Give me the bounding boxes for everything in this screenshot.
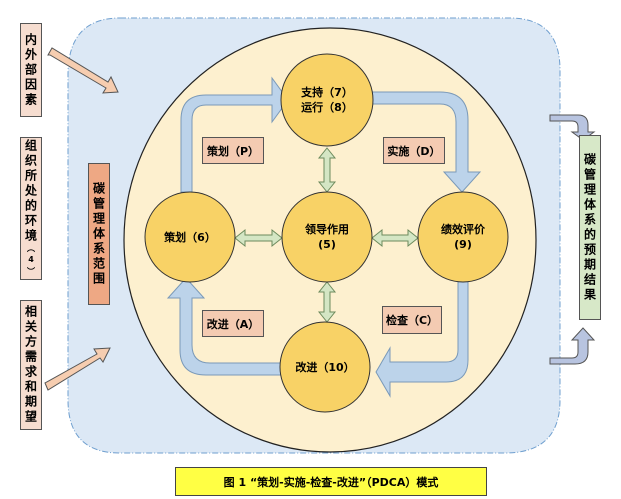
node-support-operation: 支持（7） 运行（8） bbox=[281, 54, 373, 146]
act-arrow bbox=[166, 277, 283, 376]
check-arrow bbox=[375, 279, 469, 398]
phase-check: 检查（C） bbox=[382, 306, 442, 334]
factor-label: 相关方需求和期望 bbox=[23, 305, 38, 425]
input-organization-context: 组织所处的环境（4） bbox=[20, 137, 42, 280]
phase-act: 改进（A） bbox=[202, 310, 264, 337]
node-text: (9) bbox=[454, 238, 472, 251]
input-stakeholder-needs: 相关方需求和期望 bbox=[20, 300, 42, 430]
node-leadership: 领导作用 (5) bbox=[282, 192, 372, 282]
phase-do: 实施（D） bbox=[383, 137, 445, 164]
figure-caption: 图 1 “策划-实施-检查-改进”（PDCA）模式 bbox=[175, 467, 487, 496]
node-left-circle bbox=[144, 191, 236, 283]
node-text: 绩效评价 bbox=[441, 223, 485, 236]
input-internal-external-factors: 内外部因素 bbox=[20, 23, 42, 117]
phase-plan: 策划（P） bbox=[202, 137, 264, 164]
input-arrow-top bbox=[47, 47, 119, 94]
node-bottom-circle bbox=[279, 321, 371, 413]
node-text: (5) bbox=[318, 238, 336, 251]
scope-label-box: 碳管理体系范围 bbox=[88, 163, 110, 305]
factor-label: 组织所处的环境 bbox=[23, 139, 38, 244]
node-center-circle bbox=[281, 191, 373, 283]
outcome-label: 碳管理体系的预期结果 bbox=[582, 152, 597, 303]
node-text: 支持（7） bbox=[301, 86, 353, 99]
node-improvement: 改进（10） bbox=[280, 322, 370, 412]
output-arrow-top bbox=[549, 114, 596, 141]
node-text: 运行（8） bbox=[301, 101, 353, 114]
factor-label: 内外部因素 bbox=[23, 32, 38, 108]
node-right-circle bbox=[417, 191, 509, 283]
node-planning: 策划（6） bbox=[145, 192, 235, 282]
node-text: 策划（6） bbox=[164, 230, 216, 244]
plan-arrow bbox=[180, 76, 289, 193]
output-arrow-bottom bbox=[549, 327, 596, 365]
input-arrow-bottom bbox=[44, 347, 111, 391]
node-top-circle bbox=[280, 53, 374, 147]
do-arrow bbox=[371, 91, 482, 193]
node-text: 领导作用 bbox=[305, 223, 349, 236]
scope-label: 碳管理体系范围 bbox=[91, 181, 106, 287]
node-text: 改进（10） bbox=[295, 360, 355, 374]
outcome-box: 碳管理体系的预期结果 bbox=[579, 135, 601, 320]
clause-note: （4） bbox=[26, 244, 36, 278]
node-performance-evaluation: 绩效评价 (9) bbox=[418, 192, 508, 282]
